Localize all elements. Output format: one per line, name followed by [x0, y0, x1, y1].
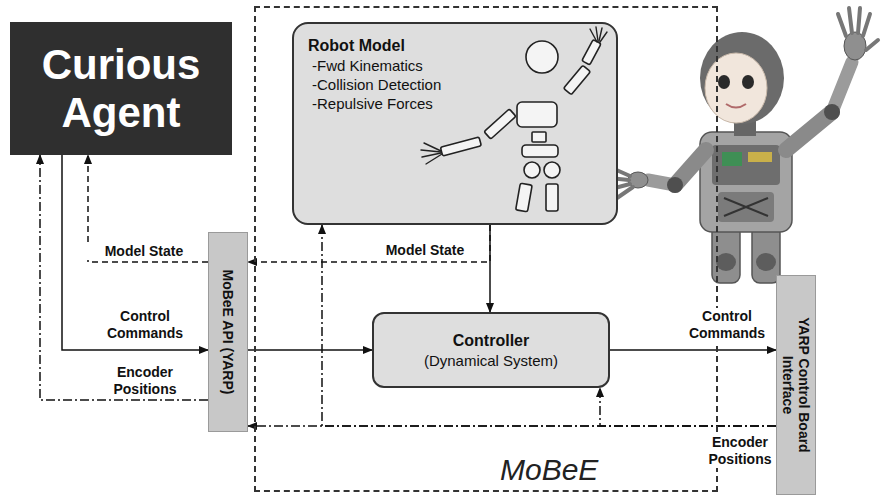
- vertical-label: MoBeE API (YARP): [220, 242, 236, 422]
- connector: [62, 155, 208, 350]
- model-box: Robot Model-Fwd Kinematics-Collision Det…: [292, 22, 618, 225]
- box-heading: Controller: [453, 331, 529, 351]
- edge-label: Encoder Positions: [90, 364, 200, 398]
- edge-label: Control Commands: [680, 308, 774, 342]
- interface-box: YARP Control Board Interface: [776, 275, 816, 495]
- system-name: MoBeE: [500, 453, 598, 487]
- feature-item: -Fwd Kinematics: [308, 56, 423, 75]
- agent-box: Curious Agent: [10, 22, 232, 155]
- edge-label: Model State: [365, 242, 485, 259]
- connector: [40, 155, 208, 400]
- api-box: MoBeE API (YARP): [208, 232, 248, 432]
- system-boundary: MoBeE Robot Model-Fwd Kinematics-Collisi…: [254, 6, 718, 492]
- connector: [248, 349, 372, 351]
- box-heading: Robot Model: [308, 36, 602, 56]
- edge-label: Model State: [84, 243, 204, 260]
- feature-item: -Repulsive Forces: [308, 94, 433, 113]
- connector: [610, 349, 776, 351]
- connector: [248, 225, 490, 262]
- vertical-label: YARP Control Board Interface: [780, 290, 812, 480]
- edge-label: Control Commands: [90, 308, 200, 342]
- box-subtitle: (Dynamical System): [424, 351, 558, 370]
- feature-item: -Collision Detection: [308, 75, 441, 94]
- connector: [600, 388, 776, 426]
- controller-box: Controller(Dynamical System): [372, 312, 610, 388]
- agent-title: Curious Agent: [26, 41, 216, 135]
- connector: [322, 225, 776, 426]
- edge-label: Encoder Positions: [706, 434, 774, 468]
